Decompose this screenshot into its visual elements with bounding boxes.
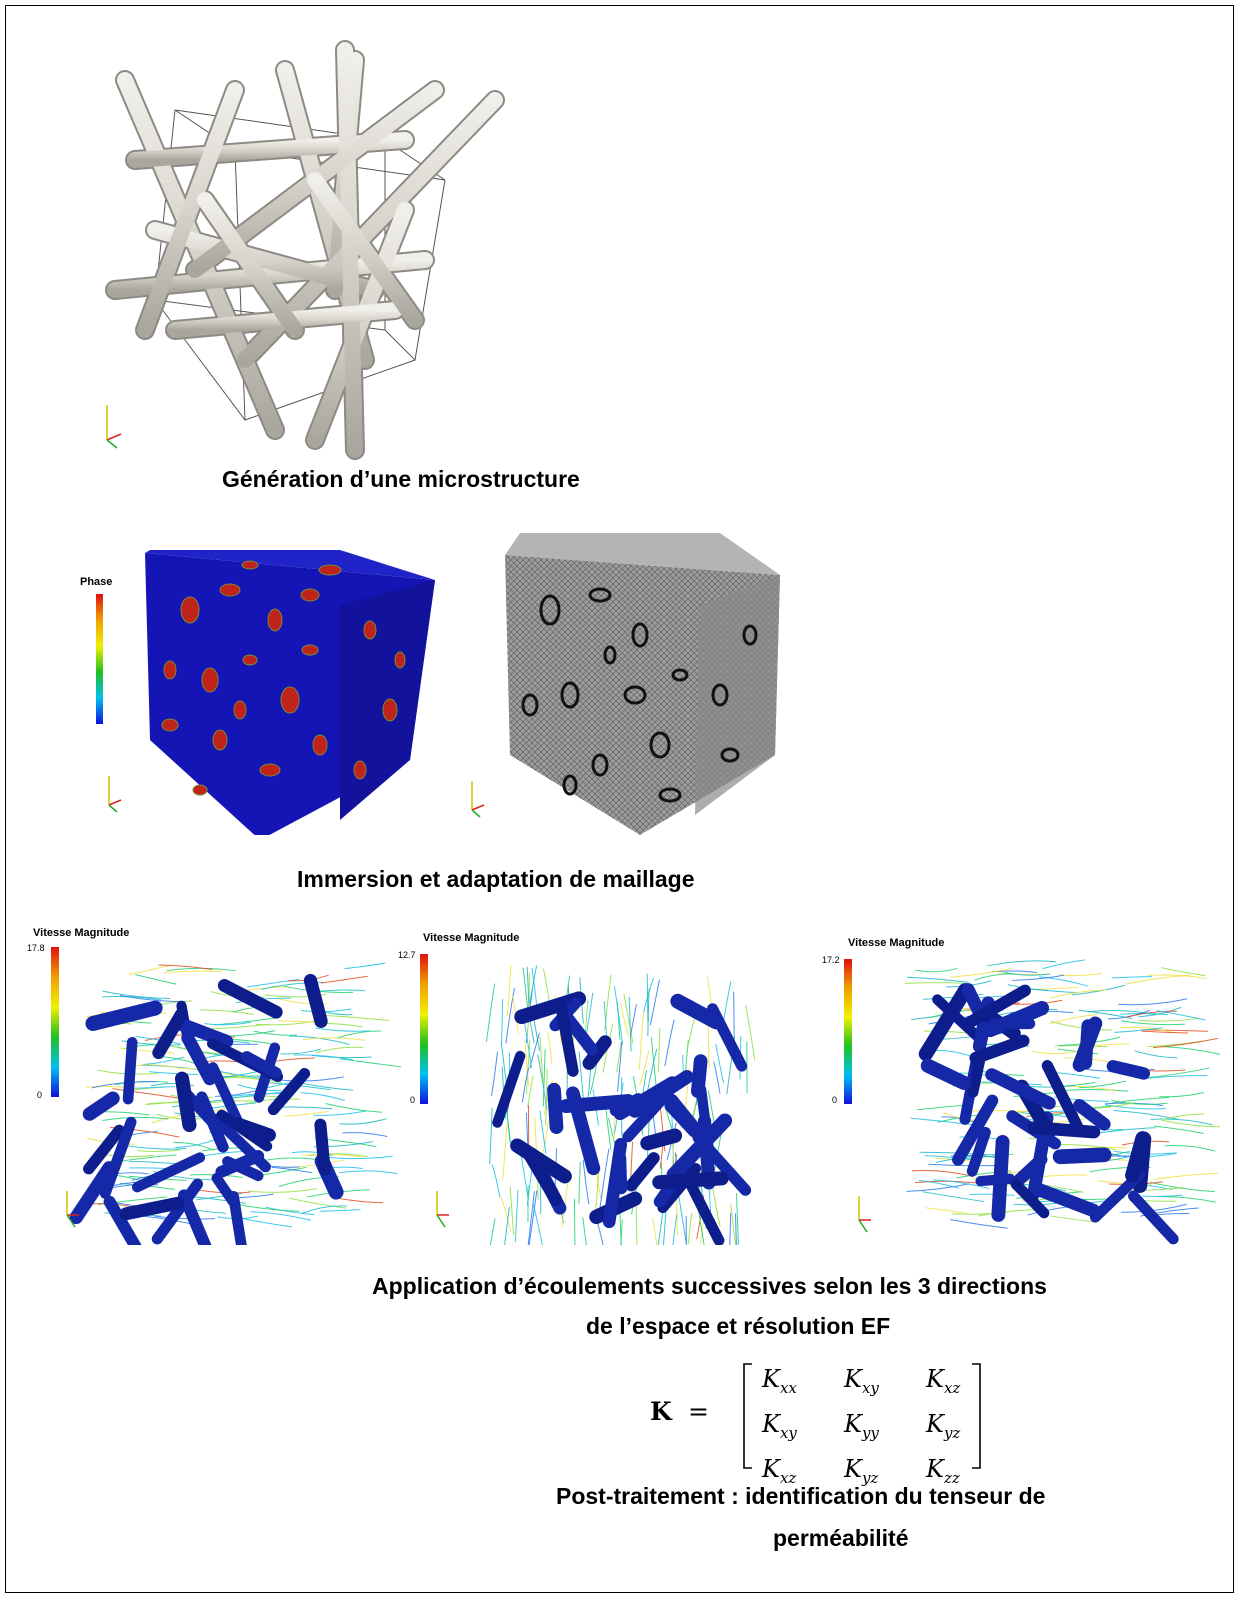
flow-max-label-1: 17.8: [27, 943, 45, 953]
caption-flow-line2: de l’espace et résolution EF: [586, 1313, 891, 1339]
tensor-entry: Kyz: [926, 1410, 961, 1442]
flow-field-3: [905, 959, 1220, 1245]
flow-field-2: [486, 965, 756, 1245]
flow-streamlines-render: [66, 959, 1220, 1245]
axes-triad-icon: [66, 1191, 79, 1228]
axes-triad-icon: [436, 1191, 449, 1228]
phase-legend-title: Phase: [80, 576, 113, 588]
axes-triad-icon: [106, 405, 122, 449]
caption-immersion: Immersion et adaptation de maillage: [297, 866, 695, 892]
flow-max-label-3: 17.2: [822, 955, 840, 965]
flow-legend-title-1: Vitesse Magnitude: [33, 927, 130, 939]
flow-panel-2: Vitesse Magnitude 12.7 0: [398, 930, 798, 1240]
tensor-entry: Kxz: [926, 1365, 961, 1397]
flow-min-label-2: 0: [410, 1095, 416, 1105]
flow-max-label-2: 12.7: [398, 950, 416, 960]
tensor-entry: Kyz: [844, 1455, 879, 1487]
mesh-cube-render: [471, 533, 780, 835]
tensor-symbol: K: [650, 1397, 672, 1426]
caption-post-line1: Post-traitement : identification du tens…: [556, 1483, 1046, 1509]
tensor-entry: Kxx: [762, 1365, 797, 1397]
phase-colorbar: [96, 594, 103, 724]
flow-colorbar-1: [51, 947, 59, 1097]
caption-microstructure: Génération d’une microstructure: [222, 466, 580, 492]
tensor-equals: =: [688, 1397, 709, 1426]
tensor-entry: Kzz: [926, 1455, 960, 1487]
caption-flow-line1: Application d’écoulements successives se…: [372, 1273, 1047, 1299]
flow-field-1: [69, 962, 402, 1245]
flow-panel-3: Vitesse Magnitude 17.2 0: [820, 935, 1215, 1235]
microstructure-render: [105, 40, 505, 460]
flow-min-label-3: 0: [832, 1095, 838, 1105]
flow-colorbar-3: [844, 959, 852, 1104]
flow-colorbar-2: [420, 954, 428, 1104]
tensor-entry: Kxy: [762, 1410, 797, 1442]
flow-legend-title-3: Vitesse Magnitude: [848, 937, 945, 949]
flow-min-label-1: 0: [37, 1090, 43, 1100]
phase-cube-panel: Phase: [70, 510, 440, 835]
axes-triad-icon: [858, 1196, 871, 1233]
flow-panel-1: Vitesse Magnitude 17.8 0: [25, 925, 410, 1245]
caption-post-line2: perméabilité: [773, 1525, 909, 1551]
tensor-entry: Kxz: [762, 1455, 797, 1487]
tensor-entry: Kyy: [844, 1410, 879, 1442]
flow-legend-title-2: Vitesse Magnitude: [423, 932, 520, 944]
tensor-entry: Kxy: [844, 1365, 879, 1397]
